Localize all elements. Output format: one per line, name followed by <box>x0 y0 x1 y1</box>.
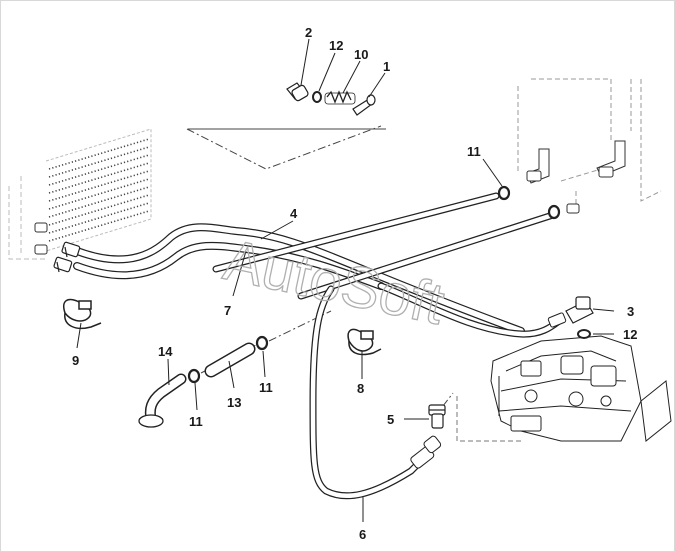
part-2-plug <box>286 82 309 102</box>
callout-1: 1 <box>383 59 390 74</box>
part-5-adapter <box>428 404 446 429</box>
callout-4: 4 <box>290 206 298 221</box>
valve-block <box>490 335 672 442</box>
callout-labels: 2 12 10 1 11 4 7 3 12 9 14 11 8 13 11 5 … <box>72 25 637 542</box>
part-1-valve <box>352 94 376 116</box>
part-14-elbow-pipe <box>138 373 187 428</box>
callout-11-top: 11 <box>467 144 481 159</box>
engine-fittings <box>526 140 626 214</box>
callout-11-right: 11 <box>259 380 273 395</box>
part-11-ring-right <box>255 335 269 351</box>
hose-end-fittings <box>53 241 81 273</box>
valve-dashed-link <box>456 396 521 442</box>
callout-13: 13 <box>227 395 241 410</box>
part-13-tube <box>204 342 256 378</box>
hose-6 <box>309 285 442 500</box>
watermark-text: AutoSoft <box>218 227 449 337</box>
part-10-spring <box>324 90 356 105</box>
pipe-to-fitting-3 <box>377 282 567 338</box>
oil-cooler <box>8 128 152 260</box>
callout-9: 9 <box>72 353 79 368</box>
pipe-7 <box>73 241 385 290</box>
leader-lines <box>76 38 615 522</box>
callout-11-left: 11 <box>189 414 203 429</box>
callout-6: 6 <box>359 527 366 542</box>
callout-12-right: 12 <box>623 327 637 342</box>
callout-8: 8 <box>357 381 364 396</box>
part-3-elbow-fitting <box>565 296 594 324</box>
part-12-seal-top <box>312 91 322 103</box>
callout-2: 2 <box>305 25 312 40</box>
straight-pipes <box>212 192 560 300</box>
engine-outline <box>517 78 662 211</box>
part-11-ring-top <box>497 185 511 201</box>
part-9-clip <box>63 298 102 330</box>
part-11-ring-mid <box>547 204 561 220</box>
callout-12-top: 12 <box>329 38 343 53</box>
part-12-o-ring <box>577 329 591 339</box>
callout-3: 3 <box>627 304 634 319</box>
callout-14: 14 <box>158 344 173 359</box>
callout-5: 5 <box>387 412 394 427</box>
callout-7: 7 <box>224 303 231 318</box>
part-8-clip <box>347 328 382 356</box>
part-11-ring-left <box>187 368 201 384</box>
callout-10: 10 <box>354 47 368 62</box>
